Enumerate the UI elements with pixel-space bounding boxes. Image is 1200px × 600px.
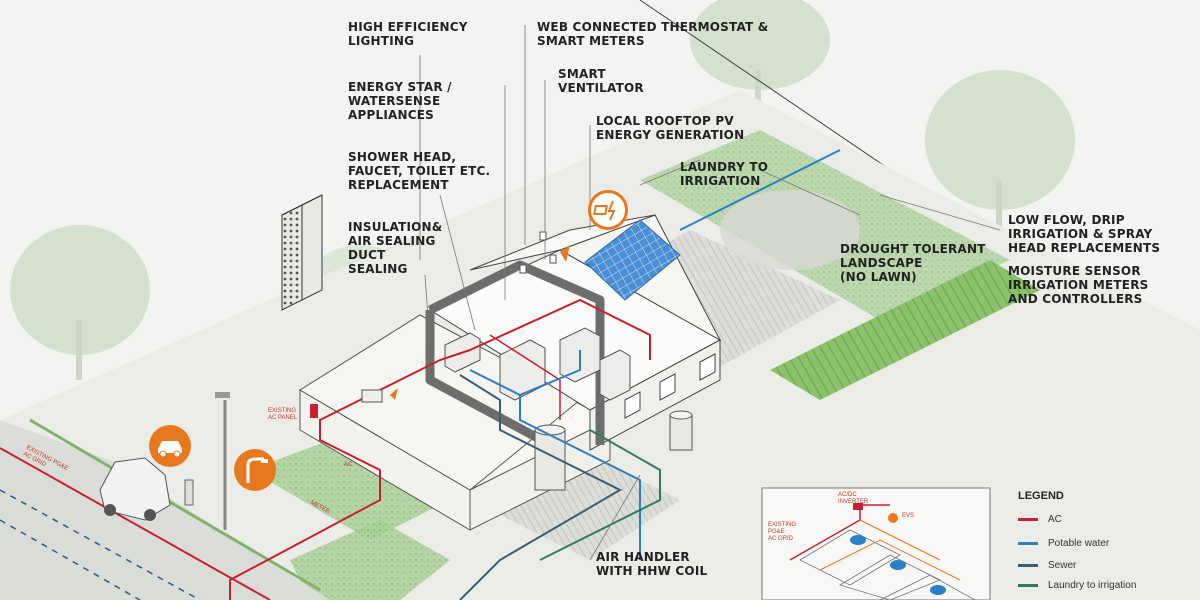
- legend-label: Laundry to irrigation: [1048, 579, 1137, 591]
- label-smart-ventilator: SMART VENTILATOR: [558, 67, 644, 95]
- label-air-handler: AIR HANDLER WITH HHW COIL: [596, 550, 708, 578]
- label-laundry-to-irrigation: LAUNDRY TO IRRIGATION: [680, 160, 769, 188]
- legend-swatch: [1018, 563, 1038, 567]
- label-shower-head: SHOWER HEAD, FAUCET, TOILET ETC. REPLACE…: [348, 150, 491, 192]
- inset-label-grid: EXISTING PG&E AC GRID: [768, 522, 797, 542]
- inset-label-inverter: AC/DC INVERTER: [838, 492, 869, 505]
- label-moisture-sensor: MOISTURE SENSOR IRRIGATION METERS AND CO…: [1008, 264, 1149, 306]
- legend-label: Potable water: [1048, 537, 1110, 549]
- label-drought-tolerant: DROUGHT TOLERANT LANDSCAPE (NO LAWN): [840, 242, 986, 284]
- solar-lightning-icon: [588, 190, 628, 230]
- legend-label: AC: [1048, 513, 1062, 525]
- inset-diagram: [761, 487, 991, 600]
- legend-item-potable-water: Potable water: [1018, 536, 1109, 550]
- car-icon: [149, 425, 191, 467]
- legend-swatch: [1018, 541, 1038, 545]
- legend-item-sewer: Sewer: [1018, 558, 1076, 572]
- car-illustration: [99, 457, 194, 521]
- label-high-efficiency-lighting: HIGH EFFICIENCY LIGHTING: [348, 20, 468, 48]
- legend-item-laundry: Laundry to irrigation: [1018, 578, 1136, 592]
- legend: LEGEND AC Potable water Sewer Laundry to…: [1012, 486, 1192, 600]
- label-energy-star: ENERGY STAR / WATERSENSE APPLIANCES: [348, 80, 452, 122]
- legend-item-ac: AC: [1018, 512, 1062, 526]
- label-ac: AC: [344, 462, 353, 468]
- label-low-flow-irrigation: LOW FLOW, DRIP IRRIGATION & SPRAY HEAD R…: [1008, 213, 1161, 255]
- label-thermostat-smart-meters: WEB CONNECTED THERMOSTAT & SMART METERS: [537, 20, 769, 48]
- legend-title: LEGEND: [1018, 490, 1064, 502]
- inset-label-evs: EVS: [902, 513, 915, 519]
- legend-swatch: [1018, 583, 1038, 587]
- legend-label: Sewer: [1048, 559, 1077, 571]
- legend-swatch: [1018, 517, 1038, 521]
- streetlight-icon: [234, 449, 276, 491]
- label-insulation: INSULATION& AIR SEALING DUCT SEALING: [348, 220, 443, 276]
- insulation-detail: [281, 194, 323, 311]
- label-rooftop-pv: LOCAL ROOFTOP PV ENERGY GENERATION: [596, 114, 745, 142]
- label-existing-panel: EXISTING AC PANEL: [268, 408, 298, 421]
